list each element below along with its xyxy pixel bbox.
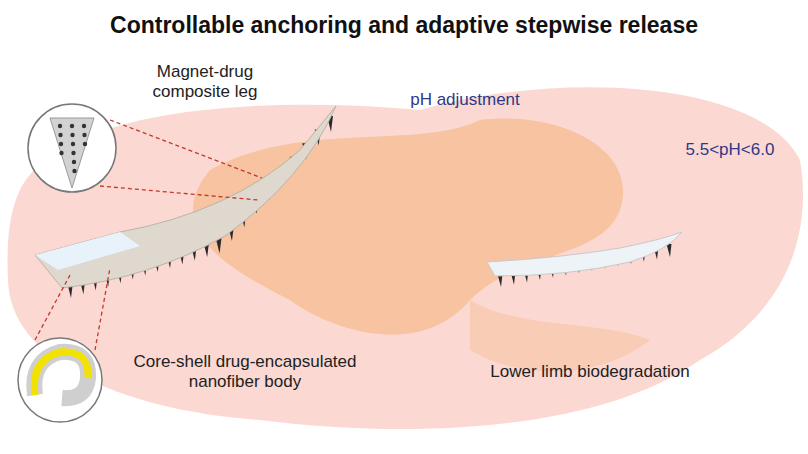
- orange-blob: [470, 300, 650, 371]
- fiber-shell: [34, 352, 88, 398]
- particle: [70, 124, 74, 128]
- zoom-line: [95, 268, 110, 350]
- label: pH adjustment: [385, 90, 545, 110]
- zoom-circle: [28, 104, 116, 192]
- particle: [82, 133, 86, 137]
- particle: [72, 160, 76, 164]
- zoom-line: [110, 120, 262, 178]
- zoom-line: [100, 186, 258, 200]
- particle: [71, 142, 75, 146]
- label: Lower limb biodegradation: [470, 362, 710, 382]
- magnet-particles: [58, 124, 87, 173]
- orange-blob: [193, 118, 623, 334]
- particle: [58, 124, 62, 128]
- cone-leg: [50, 118, 94, 188]
- particle: [83, 142, 87, 146]
- particle: [72, 169, 76, 173]
- pink-blob: [8, 87, 804, 429]
- small-patch: [487, 232, 682, 276]
- particle: [70, 133, 74, 137]
- particle: [71, 151, 75, 155]
- title: Controllable anchoring and adaptive step…: [0, 12, 808, 39]
- patch-top: [35, 232, 140, 270]
- zoom-line: [35, 275, 70, 340]
- fiber-core: [34, 352, 88, 395]
- label: Core-shell drug-encapsulated nanofiber b…: [120, 352, 370, 393]
- label: 5.5<pH<6.0: [665, 140, 795, 160]
- zoom-circle: [18, 338, 102, 422]
- particle: [59, 142, 63, 146]
- particle: [82, 124, 86, 128]
- patch-sheet: [35, 106, 336, 288]
- spike: [667, 244, 672, 257]
- label: Magnet-drug composite leg: [130, 62, 280, 103]
- particle: [59, 151, 63, 155]
- particle: [58, 133, 62, 137]
